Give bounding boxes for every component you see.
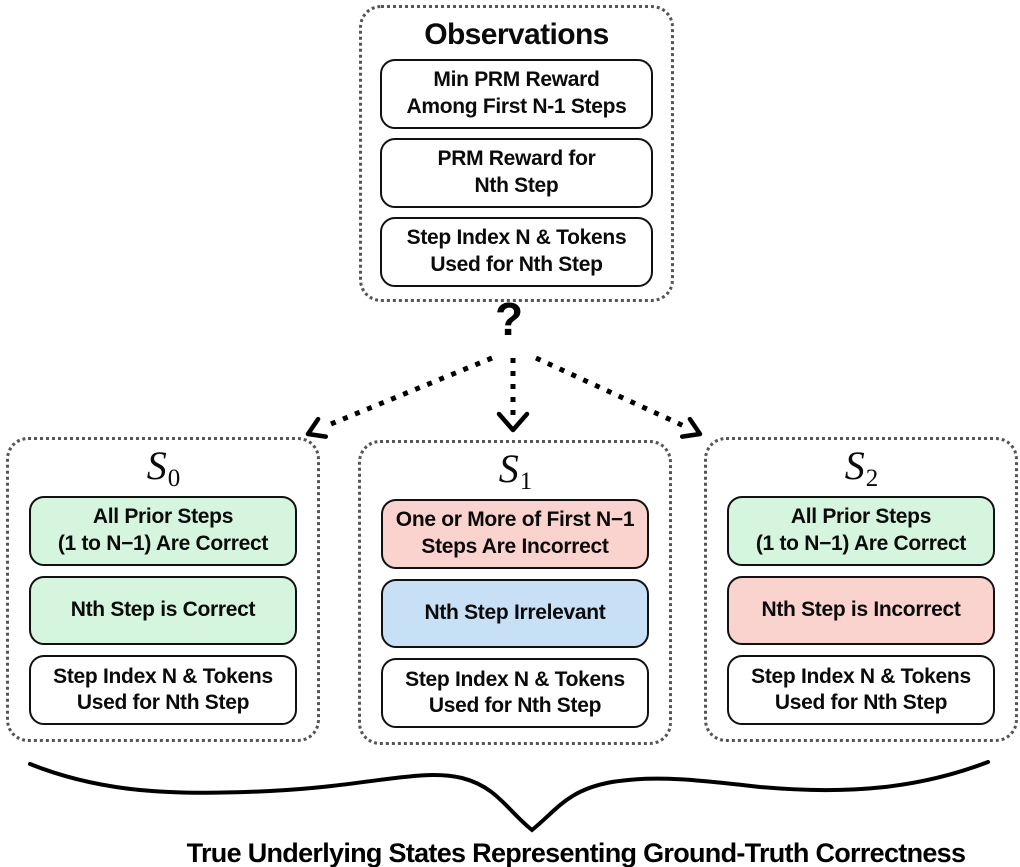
underbrace <box>28 760 990 833</box>
arrow-right-shaft <box>534 355 686 429</box>
arrow-left-shaft <box>325 355 493 429</box>
s2-card-nth-step: Nth Step is Incorrect <box>727 575 995 646</box>
question-mark: ? <box>494 293 524 345</box>
s1-card-prior-steps: One or More of First N−1 Steps Are Incor… <box>381 499 649 569</box>
arrow-center-head <box>496 411 530 433</box>
s1-card-nth-step: Nth Step Irrelevant <box>381 578 649 649</box>
observations-title: Observations <box>424 18 609 51</box>
arrow-right-head <box>679 416 703 439</box>
s2-card-step-index: Step Index N & Tokens Used for Nth Step <box>727 655 995 726</box>
s0-card-prior-steps: All Prior Steps (1 to N−1) Are Correct <box>29 496 297 566</box>
s0-card-step-index: Step Index N & Tokens Used for Nth Step <box>29 655 297 726</box>
observation-card-prm-nth: PRM Reward for Nth Step <box>380 138 653 208</box>
observations-panel: Observations Min PRM Reward Among First … <box>359 5 674 302</box>
branch-arrows <box>305 355 703 439</box>
state-letter: S <box>498 446 519 492</box>
state-letter: S <box>146 443 167 489</box>
state-subscript: 2 <box>865 464 879 492</box>
observation-card-step-index: Step Index N & Tokens Used for Nth Step <box>380 217 653 287</box>
state-letter: S <box>844 443 865 489</box>
s2-card-prior-steps: All Prior Steps (1 to N−1) Are Correct <box>727 496 995 566</box>
observation-card-min-prm: Min PRM Reward Among First N-1 Steps <box>380 59 653 129</box>
underbrace-curve <box>28 760 990 833</box>
caption: True Underlying States Representing Grou… <box>186 838 966 867</box>
state-subscript: 0 <box>167 464 181 492</box>
s1-card-step-index: Step Index N & Tokens Used for Nth Step <box>381 658 649 729</box>
s0-card-nth-step: Nth Step is Correct <box>29 575 297 646</box>
state-subscript: 1 <box>519 467 533 495</box>
arrow-left-head <box>305 416 329 439</box>
